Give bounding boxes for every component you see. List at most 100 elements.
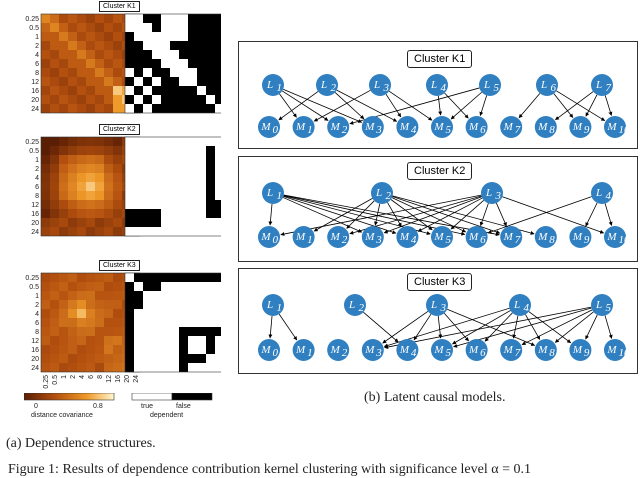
matrix-cell — [188, 182, 197, 191]
matrix-cell — [143, 50, 152, 59]
matrix-cell — [95, 354, 104, 363]
y-tick-label: 6 — [35, 320, 39, 327]
matrix-cell — [59, 155, 68, 164]
matrix-cell — [161, 137, 170, 146]
matrix-cell — [95, 41, 104, 50]
matrix-cell — [143, 300, 152, 309]
matrix-cell — [188, 14, 197, 23]
matrix-cell — [161, 354, 170, 363]
matrix-cell — [143, 14, 152, 23]
matrix-cell — [161, 191, 170, 200]
x-tick-label: 1 — [61, 375, 68, 379]
matrix-cell — [41, 23, 50, 32]
matrix-cell — [152, 50, 161, 59]
matrix-cell — [86, 318, 95, 327]
matrix-cell — [143, 318, 152, 327]
matrix-cell — [86, 209, 95, 218]
y-tick-label: 0.5 — [29, 284, 39, 291]
matrix-cell — [170, 209, 179, 218]
matrix-cell — [113, 363, 122, 372]
svg-text:9: 9 — [584, 124, 590, 136]
y-tick-label: 1 — [35, 293, 39, 300]
svg-text:M: M — [399, 344, 410, 356]
edge — [604, 315, 613, 339]
svg-text:M: M — [503, 121, 514, 133]
matrix-cell — [215, 336, 221, 345]
edge — [279, 93, 297, 118]
svg-text:9: 9 — [584, 234, 590, 246]
svg-text:10: 10 — [619, 234, 631, 246]
matrix-cell — [50, 146, 59, 155]
matrix-cell — [206, 363, 215, 372]
matrix-cell — [161, 77, 170, 86]
matrix-cell — [215, 191, 221, 200]
matrix-cell — [113, 146, 122, 155]
matrix-cell — [170, 104, 179, 113]
x-tick-label: 24 — [133, 375, 140, 383]
matrix-cell — [113, 59, 122, 68]
matrix-cell — [50, 345, 59, 354]
matrix-cell — [104, 77, 113, 86]
matrix-cell — [206, 218, 215, 227]
matrix-cell — [161, 41, 170, 50]
matrix-cell — [179, 291, 188, 300]
matrix-cell — [41, 182, 50, 191]
matrix-cell — [134, 209, 143, 218]
matrix-cell — [215, 363, 221, 372]
matrix-cell — [41, 345, 50, 354]
matrix-cell — [143, 182, 152, 191]
matrix-cell — [86, 327, 95, 336]
matrix-cell — [86, 155, 95, 164]
matrix-cell — [77, 273, 86, 282]
matrix-cell — [41, 327, 50, 336]
matrix-cell — [143, 59, 152, 68]
matrix-cell — [170, 282, 179, 291]
matrix-cell — [143, 95, 152, 104]
matrix-cell — [161, 59, 170, 68]
matrix-cell — [143, 86, 152, 95]
matrix-cell — [68, 41, 77, 50]
matrix-cell — [113, 68, 122, 77]
matrix-cell — [215, 155, 221, 164]
matrix-cell — [77, 41, 86, 50]
matrix-cell — [170, 354, 179, 363]
matrix-cell — [104, 32, 113, 41]
edge — [450, 199, 485, 230]
svg-text:M: M — [364, 344, 375, 356]
matrix-cell — [50, 173, 59, 182]
svg-text:1: 1 — [277, 302, 283, 314]
svg-text:6: 6 — [480, 124, 486, 136]
y-tick-label: 4 — [35, 311, 39, 318]
svg-text:7: 7 — [515, 234, 521, 246]
matrix-cell — [215, 182, 221, 191]
y-tick-label: 16 — [31, 88, 39, 95]
matrix-cell — [188, 191, 197, 200]
matrix-cell — [95, 200, 104, 209]
matrix-cell — [41, 309, 50, 318]
matrix-cell — [161, 50, 170, 59]
matrix-cell — [152, 146, 161, 155]
matrix-cell — [179, 363, 188, 372]
matrix-cell — [113, 182, 122, 191]
matrix-cell — [59, 77, 68, 86]
matrix-cell — [170, 137, 179, 146]
matrix-cell — [152, 300, 161, 309]
matrix-cell — [104, 50, 113, 59]
matrix-cell — [125, 209, 134, 218]
matrix-cell — [113, 32, 122, 41]
matrix-cell — [95, 273, 104, 282]
matrix-cell — [86, 104, 95, 113]
matrix-cell — [206, 146, 215, 155]
matrix-cell — [161, 86, 170, 95]
svg-text:M: M — [399, 231, 410, 243]
matrix-cell — [170, 146, 179, 155]
matrix-cell — [86, 354, 95, 363]
svg-text:2: 2 — [342, 234, 348, 246]
matrix-cell — [104, 354, 113, 363]
